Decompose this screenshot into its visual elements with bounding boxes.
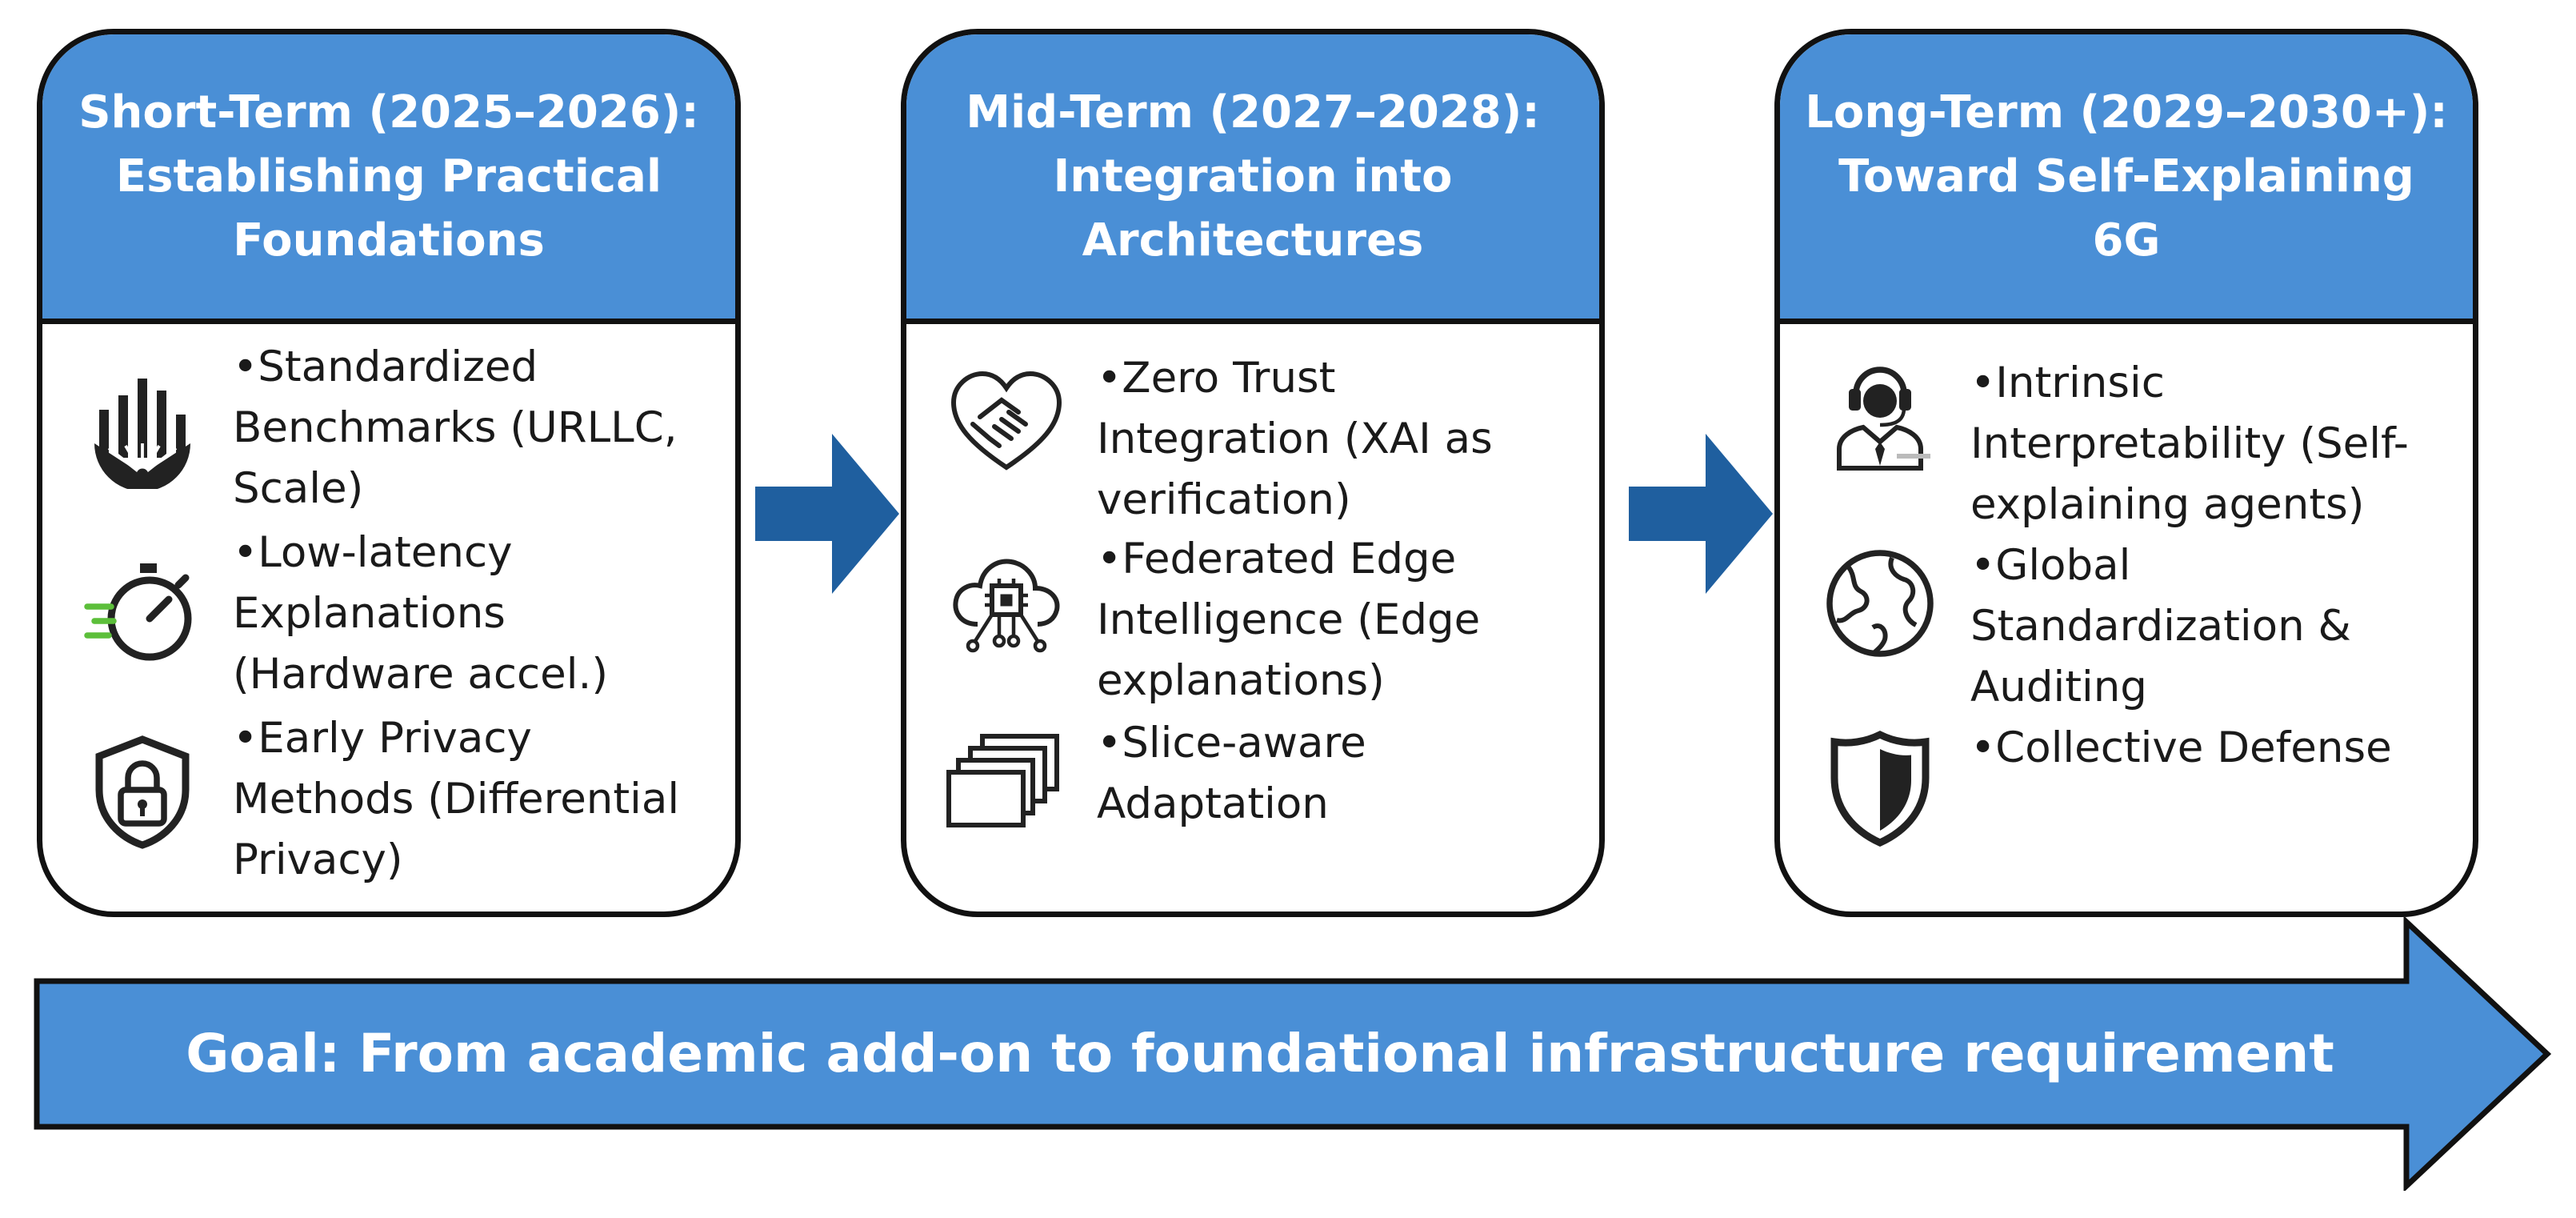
phase-title: Long-Term (2029–2030+): Toward Self-Expl…	[1805, 86, 2448, 266]
phase-card-long-term: Long-Term (2029–2030+): Toward Self-Expl…	[1774, 29, 2478, 917]
phase-header: Mid-Term (2027–2028): Integration into A…	[906, 34, 1599, 324]
globe-icon	[1820, 543, 1940, 663]
goal-statement: Goal: From academic add-on to foundation…	[186, 1022, 2334, 1084]
phase-item-text: •Collective Defense	[1970, 723, 2392, 772]
stacked-layers-icon	[946, 729, 1066, 849]
stopwatch-icon	[82, 551, 202, 671]
phase-item-text: •Low-latency Explanations (Hardware acce…	[233, 528, 609, 699]
phase-body: •Zero Trust Integration (XAI as verifica…	[906, 324, 1599, 911]
phase-item-text: •Global Standardization & Auditing	[1970, 541, 2351, 711]
privacy-shield-lock-icon	[82, 732, 202, 852]
defense-shield-icon	[1820, 727, 1940, 847]
phase-item-text: •Standardized Benchmarks (URLLC, Scale)	[233, 343, 678, 513]
phase-header: Long-Term (2029–2030+): Toward Self-Expl…	[1780, 34, 2473, 324]
phase-item-text: •Slice-aware Adaptation	[1097, 719, 1366, 828]
phase-title: Mid-Term (2027–2028): Integration into A…	[966, 86, 1540, 266]
phase-card-mid-term: Mid-Term (2027–2028): Integration into A…	[901, 29, 1605, 917]
support-agent-icon	[1820, 353, 1940, 473]
phase-arrow-icon	[1629, 434, 1773, 594]
phase-body: •Standardized Benchmarks (URLLC, Scale) …	[42, 324, 735, 911]
phase-body: •Intrinsic Interpretability (Self- expla…	[1780, 324, 2473, 911]
phase-header: Short-Term (2025–2026): Establishing Pra…	[42, 34, 735, 324]
goal-arrow-icon	[34, 917, 2552, 1191]
phase-card-short-term: Short-Term (2025–2026): Establishing Pra…	[37, 29, 741, 917]
phase-item-text: •Early Privacy Methods (Differential Pri…	[233, 714, 680, 884]
benchmark-chart-icon	[82, 369, 202, 489]
cloud-chip-icon	[946, 545, 1066, 665]
phase-item-text: •Intrinsic Interpretability (Self- expla…	[1970, 359, 2409, 529]
phase-arrow-icon	[755, 434, 899, 594]
phase-item-text: •Federated Edge Intelligence (Edge expla…	[1097, 535, 1481, 705]
phase-title: Short-Term (2025–2026): Establishing Pra…	[78, 86, 699, 266]
heart-handshake-icon	[946, 364, 1066, 484]
phase-item-text: •Zero Trust Integration (XAI as verifica…	[1097, 354, 1493, 524]
